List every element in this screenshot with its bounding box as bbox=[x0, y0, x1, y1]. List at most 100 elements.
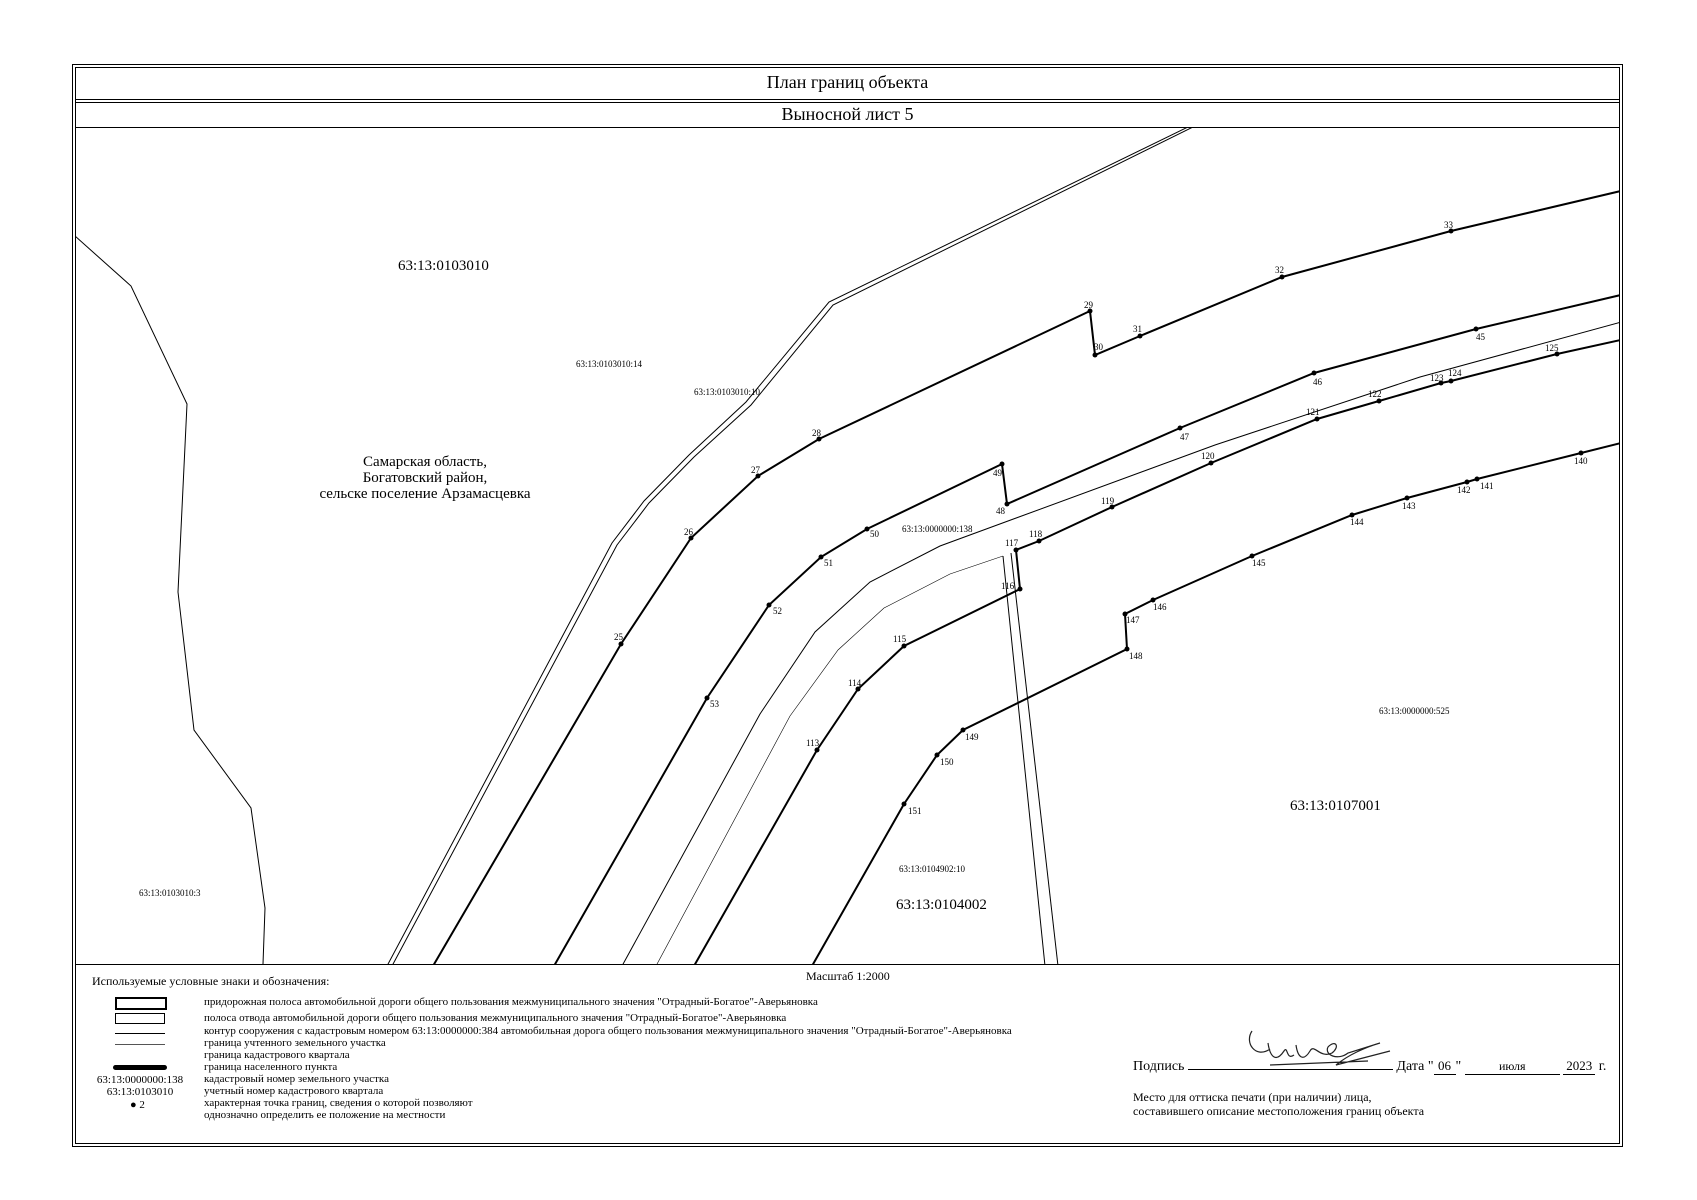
point-label: 31 bbox=[1133, 324, 1142, 334]
strip-boundary-left bbox=[1002, 555, 1046, 964]
point-label: 150 bbox=[940, 757, 954, 767]
parcel-label: 63:13:0103010:10 bbox=[694, 387, 761, 397]
quarter-label: 63:13:0107001 bbox=[1290, 798, 1381, 814]
legend-item: полоса отвода автомобильной дороги общег… bbox=[204, 1012, 787, 1024]
signature-field bbox=[1187, 1069, 1393, 1070]
legend-symbol-point: ● 2 bbox=[130, 1099, 145, 1111]
point-label: 27 bbox=[751, 465, 761, 475]
title-divider-2 bbox=[75, 102, 1620, 103]
point-label: 51 bbox=[824, 558, 833, 568]
point-label: 148 bbox=[1129, 651, 1143, 661]
road-contour-line-1 bbox=[622, 321, 1620, 964]
point-label: 29 bbox=[1084, 300, 1094, 310]
point-label: 123 bbox=[1430, 373, 1444, 383]
date-day: 06 bbox=[1433, 1058, 1456, 1075]
legend-item: граница населенного пункта bbox=[204, 1061, 338, 1073]
stamp-note-line1: Место для оттиска печати (при наличии) л… bbox=[1133, 1090, 1372, 1104]
point-label: 114 bbox=[848, 678, 862, 688]
svg-text:Богатовский район,: Богатовский район, bbox=[363, 470, 488, 486]
stamp-note-line2: составившего описание местоположения гра… bbox=[1133, 1104, 1425, 1118]
map-top-border bbox=[75, 127, 1620, 128]
point-label: 149 bbox=[965, 732, 979, 742]
page-title: План границ объекта bbox=[766, 72, 929, 92]
point-label: 30 bbox=[1094, 342, 1104, 352]
point-label: 113 bbox=[806, 738, 820, 748]
roadside-band-inner bbox=[392, 128, 1193, 964]
point-label: 124 bbox=[1448, 368, 1462, 378]
legend-item: граница кадастрового квартала bbox=[204, 1049, 350, 1061]
signature-line: Подпись Дата "06" июля 2023 г. bbox=[1133, 1058, 1607, 1075]
parcel-boundary-south bbox=[811, 442, 1620, 964]
settlement-name: Самарская область, Богатовский район, се… bbox=[319, 454, 530, 502]
outer-frame bbox=[72, 64, 1623, 1147]
svg-text:сельске поселение Арзамасцевка: сельске поселение Арзамасцевка bbox=[319, 486, 530, 502]
legend-symbol-parcel-number: 63:13:0000000:138 bbox=[96, 1074, 184, 1086]
point-label: 49 bbox=[993, 468, 1003, 478]
legend-symbol-right-of-way bbox=[115, 1013, 165, 1024]
date-month: июля bbox=[1464, 1059, 1560, 1075]
strip-boundary-right bbox=[1010, 552, 1059, 964]
point-label: 52 bbox=[773, 606, 782, 616]
legend-symbol-quarter-number: 63:13:0103010 bbox=[106, 1086, 174, 1098]
point-markers bbox=[618, 228, 1584, 807]
date-label: Дата bbox=[1396, 1059, 1425, 1074]
title-divider bbox=[75, 99, 1620, 100]
legend-item: учетный номер кадастрового квартала bbox=[204, 1085, 384, 1097]
legend-item: контур сооружения с кадастровым номером … bbox=[204, 1025, 1012, 1037]
inner-frame bbox=[75, 67, 1620, 1144]
legend-item: однозначно определить ее положение на ме… bbox=[204, 1109, 446, 1121]
point-label: 125 bbox=[1545, 343, 1559, 353]
point-label: 151 bbox=[908, 806, 922, 816]
legend-item: придорожная полоса автомобильной дороги … bbox=[204, 996, 818, 1008]
legend-symbol-roadside-band bbox=[115, 997, 167, 1010]
settlement-boundary-line bbox=[75, 235, 266, 964]
point-label: 142 bbox=[1457, 485, 1471, 495]
legend-title: Используемые условные знаки и обозначени… bbox=[92, 974, 330, 988]
point-label: 118 bbox=[1029, 529, 1043, 539]
point-label: 145 bbox=[1252, 558, 1266, 568]
point-label: 119 bbox=[1101, 496, 1115, 506]
date-year: 2023 bbox=[1563, 1058, 1596, 1075]
point-label: 26 bbox=[684, 527, 694, 537]
legend-item: кадастровый номер земельного участка bbox=[204, 1073, 389, 1085]
map-bottom-border bbox=[75, 964, 1620, 965]
parcel-label: 63:13:0103010:3 bbox=[139, 888, 201, 898]
point-label: 32 bbox=[1275, 265, 1284, 275]
point-label: 143 bbox=[1402, 501, 1416, 511]
point-label: 48 bbox=[996, 506, 1006, 516]
parcel-label: 63:13:0000000:138 bbox=[902, 524, 973, 534]
quarter-label: 63:13:0104002 bbox=[896, 897, 987, 913]
point-label: 50 bbox=[870, 529, 880, 539]
point-label: 121 bbox=[1306, 407, 1320, 417]
point-label: 146 bbox=[1153, 602, 1167, 612]
parcel-boundary-north bbox=[433, 190, 1620, 964]
quarter-label: 63:13:0103010 bbox=[398, 258, 489, 274]
signature-label: Подпись bbox=[1133, 1059, 1185, 1074]
point-labels: 25 26 27 28 29 30 31 32 33 45 46 47 48 4… bbox=[614, 220, 1588, 816]
point-label: 117 bbox=[1005, 538, 1019, 548]
parcel-label: 63:13:0104902:10 bbox=[899, 864, 966, 874]
point-label: 53 bbox=[710, 699, 720, 709]
legend-symbol-settlement-boundary bbox=[113, 1065, 167, 1070]
point-label: 47 bbox=[1180, 432, 1190, 442]
point-label: 116 bbox=[1001, 581, 1015, 591]
legend-item: характерная точка границ, сведения о кот… bbox=[204, 1097, 473, 1109]
road-contour-line-2 bbox=[656, 555, 1004, 964]
map-scale: Масштаб 1:2000 bbox=[806, 969, 890, 983]
point-label: 25 bbox=[614, 632, 624, 642]
svg-text:Самарская область,: Самарская область, bbox=[363, 454, 487, 470]
point-label: 120 bbox=[1201, 451, 1215, 461]
point-label: 144 bbox=[1350, 517, 1364, 527]
point-label: 122 bbox=[1368, 389, 1382, 399]
sheet-subtitle: Выносной лист 5 bbox=[781, 104, 914, 124]
roadside-band-outer bbox=[387, 128, 1188, 964]
point-label: 28 bbox=[812, 428, 822, 438]
point-label: 140 bbox=[1574, 456, 1588, 466]
parcel-label: 63:13:0103010:14 bbox=[576, 359, 643, 369]
legend-symbol-structure-contour bbox=[115, 1033, 165, 1034]
parcel-label: 63:13:0000000:525 bbox=[1379, 706, 1450, 716]
year-suffix: г. bbox=[1598, 1059, 1607, 1074]
point-label: 141 bbox=[1480, 481, 1494, 491]
legend-item: граница учтенного земельного участка bbox=[204, 1037, 386, 1049]
